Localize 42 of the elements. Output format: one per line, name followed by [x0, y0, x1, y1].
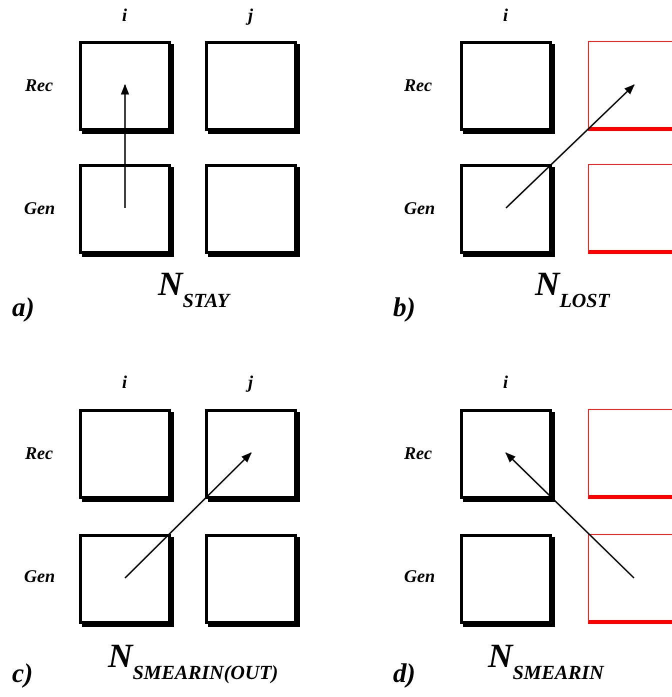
bin-box [460, 41, 552, 131]
bin-box [79, 164, 171, 254]
row-label: Gen [404, 199, 435, 217]
column-label: i [122, 6, 128, 24]
bin-box [205, 534, 297, 624]
column-label: i [503, 6, 508, 24]
panel-label: a) [12, 294, 34, 321]
column-label: j [248, 6, 254, 24]
column-label: j [248, 373, 254, 391]
quantity-label: N$_{SMEARIN(OUT)}$ [108, 640, 278, 683]
row-label: Rec [25, 444, 53, 462]
quantity-label: N$_{LOST}$ [535, 268, 610, 311]
arrow [505, 452, 635, 579]
bin-box [205, 41, 297, 131]
row-label: Rec [404, 76, 432, 94]
arrow [120, 84, 130, 208]
column-label: i [122, 373, 128, 391]
arrow [505, 84, 635, 209]
column-label: i [503, 373, 508, 391]
bin-box [205, 409, 297, 499]
panel-label: b) [393, 294, 416, 321]
bin-box [460, 534, 552, 624]
row-label: Gen [24, 567, 55, 585]
arrow [124, 452, 252, 579]
bin-box [79, 41, 171, 131]
bin-box [205, 164, 297, 254]
row-label: Rec [25, 76, 53, 94]
bin-box [460, 409, 552, 499]
bin-box [588, 409, 672, 499]
panel-label: d) [393, 660, 416, 687]
row-label: Gen [24, 199, 55, 217]
bin-box [460, 164, 552, 254]
bin-box [79, 409, 171, 499]
panel-label: c) [12, 660, 33, 687]
quantity-label: N$_{SMEARIN}$ [488, 640, 604, 683]
row-label: Rec [404, 444, 432, 462]
bin-box [588, 164, 672, 254]
row-label: Gen [404, 567, 435, 585]
bin-box [588, 534, 672, 624]
bin-box [588, 41, 672, 131]
quantity-label: N$_{STAY}$ [158, 268, 230, 311]
bin-box [79, 534, 171, 624]
